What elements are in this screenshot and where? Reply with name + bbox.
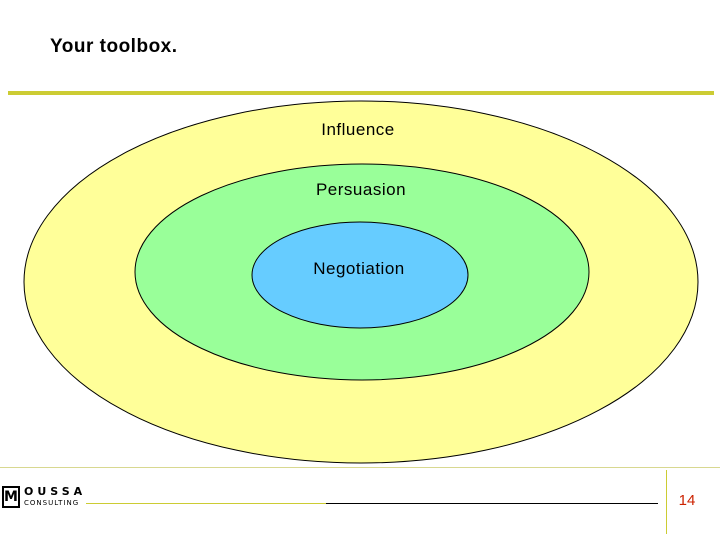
logo-name: OUSSA bbox=[24, 485, 87, 498]
footer-separator bbox=[666, 470, 667, 534]
negotiation-label: Negotiation bbox=[313, 259, 405, 278]
logo-tagline: CONSULTING bbox=[24, 499, 80, 507]
footer-rule-middle bbox=[326, 503, 658, 504]
title-rule bbox=[8, 91, 714, 95]
persuasion-label: Persuasion bbox=[316, 180, 406, 199]
logo-letter-box: M bbox=[2, 486, 20, 508]
inner-ring-negotiation bbox=[251, 221, 469, 329]
moussa-consulting-logo: M OUSSA CONSULTING bbox=[2, 484, 82, 514]
slide-title: Your toolbox. bbox=[50, 36, 178, 57]
footer-rule-left bbox=[86, 503, 326, 504]
page-number: 14 bbox=[678, 492, 696, 509]
influence-label: Influence bbox=[321, 120, 395, 139]
footer-rule-top bbox=[0, 467, 720, 468]
